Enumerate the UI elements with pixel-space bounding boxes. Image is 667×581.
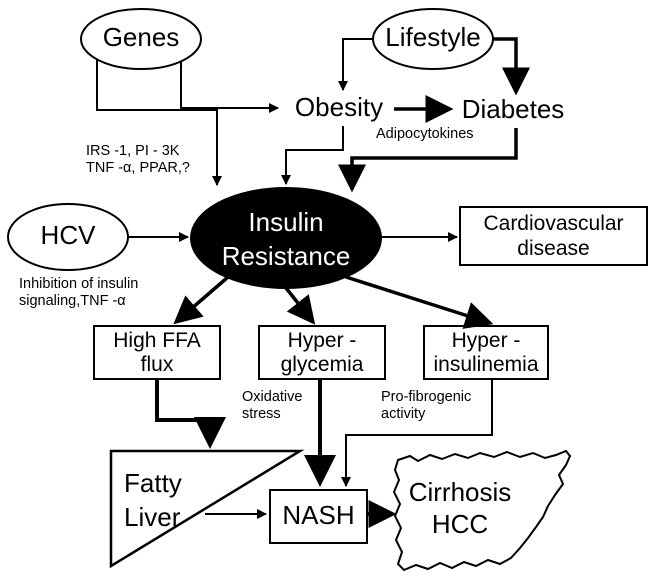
cirrhosis-node-shape: [392, 449, 572, 572]
hyperinsulinemia-line-1: Hyper -: [451, 329, 521, 352]
profibrogenic-annotation: Pro-fibrogenic activity: [381, 389, 471, 424]
nash-node-shape: [269, 489, 368, 544]
insulin-resistance-to-hyperinsulinemia-arrow: [345, 275, 494, 329]
hyperinsulinemia-to-nash-arrow: [341, 379, 493, 487]
high-ffa-label: High FFA flux: [96, 329, 218, 377]
oxidative-stress-line-1: Oxidative: [242, 389, 303, 405]
genes-to-obesity-arrow: [180, 62, 279, 113]
cirrhosis-line-1: Cirrhosis: [408, 477, 512, 507]
nash-label: NASH: [282, 500, 355, 530]
hyperinsulinemia-label: Hyper - insulinemia: [425, 329, 547, 377]
hyperglycemia-line-2: glycemia: [280, 353, 364, 376]
hcv-mechanism-annotation: Inhibition of insulin signaling,TNF -α: [19, 276, 138, 311]
cirrhosis-label: Cirrhosis HCC: [400, 476, 520, 540]
hyperinsulinemia-line-2: insulinemia: [433, 353, 539, 376]
profibrogenic-line-1: Pro-fibrogenic: [381, 389, 472, 405]
diabetes-label: Diabetes: [461, 94, 565, 124]
oxidative-stress-line-2: stress: [242, 406, 281, 423]
genes-mediators-annotation: IRS -1, PI - 3K TNF -α, PPAR,?: [86, 143, 190, 178]
adipocytokines-annotation: Adipocytokines: [376, 126, 474, 142]
obesity-label: Obesity: [294, 92, 384, 122]
fatty-liver-line-1: Fatty: [124, 468, 182, 498]
high-ffa-line-2: flux: [140, 353, 174, 376]
genes-to-insulin-resistance-arrow: [96, 60, 222, 186]
hyperglycemia-line-1: Hyper -: [287, 329, 357, 352]
insulin-resistance-line-2: Resistance: [221, 241, 351, 271]
insulin-resistance-to-hyperglycemia-arrow: [284, 286, 316, 325]
fatty-liver-node-shape: [109, 449, 305, 569]
cardiovascular-node-shape: [459, 206, 648, 266]
obesity-to-insulin-resistance-arrow: [281, 126, 344, 185]
lifestyle-to-diabetes-arrow: [493, 37, 530, 96]
high-ffa-node-shape: [93, 325, 221, 380]
genes-mediators-line-1: IRS -1, PI - 3K: [86, 143, 180, 159]
profibrogenic-line-2: activity: [381, 406, 426, 423]
hcv-label: HCV: [40, 220, 96, 250]
genes-mediators-line-2: TNF -α, PPAR,?: [86, 160, 190, 177]
diabetes-to-insulin-resistance-arrow: [338, 128, 518, 193]
genes-label: Genes: [102, 22, 180, 52]
hcv-mechanism-line-1: Inhibition of insulin: [19, 276, 139, 292]
cardiovascular-label: Cardiovascular disease: [462, 211, 645, 261]
fatty-liver-line-2: Liver: [124, 502, 181, 532]
insulin-resistance-label: Insulin Resistance: [201, 205, 371, 273]
cardiovascular-line-1: Cardiovascular: [483, 212, 624, 235]
high-ffa-line-1: High FFA: [113, 329, 201, 352]
ffa-to-fatty-liver-arrow: [155, 379, 226, 449]
hyperglycemia-label: Hyper - glycemia: [261, 329, 383, 377]
lifestyle-to-obesity-arrow: [338, 38, 373, 91]
hcv-mechanism-line-2: signaling,TNF -α: [19, 293, 126, 310]
lifestyle-label: Lifestyle: [385, 22, 481, 52]
oxidative-stress-annotation: Oxidative stress: [242, 389, 302, 424]
cirrhosis-line-2: HCC: [431, 509, 489, 539]
insulin-resistance-to-ffa-arrow: [173, 275, 230, 325]
fatty-liver-label: Fatty Liver: [124, 466, 204, 534]
genes-node-shape: [80, 8, 202, 70]
cardiovascular-line-2: disease: [517, 237, 590, 260]
insulin-resistance-line-1: Insulin: [248, 207, 324, 237]
